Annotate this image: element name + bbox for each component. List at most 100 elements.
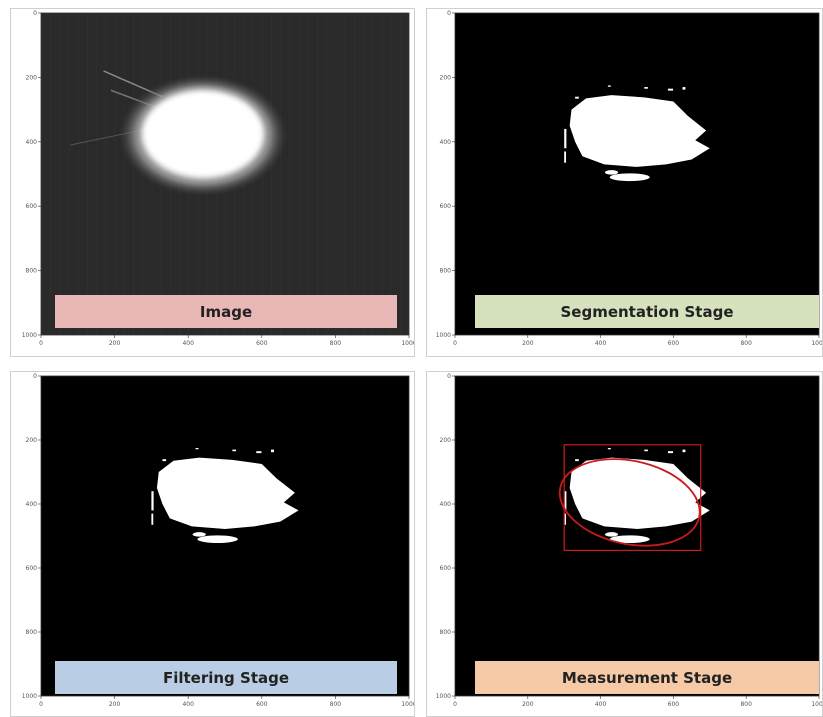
noise-streak	[105, 13, 107, 335]
noise-streak	[298, 13, 300, 335]
fitted-ellipse	[558, 458, 701, 547]
x-tick-label: 600	[256, 340, 268, 347]
y-tick-label: 600	[440, 203, 452, 210]
mask-fragment	[609, 173, 650, 182]
noise-streak	[390, 13, 392, 335]
panel-segmentation-canvas: 0200400600800100002004006008001000	[436, 10, 822, 347]
noise-streak	[399, 13, 401, 335]
y-tick-label: 400	[440, 139, 452, 146]
y-tick-label: 800	[26, 268, 38, 275]
y-tick-label: 600	[26, 203, 38, 210]
panel-measurement: 0200400600800100002004006008001000 Measu…	[426, 371, 823, 717]
x-tick-label: 1000	[401, 701, 414, 708]
noise-streak	[353, 13, 355, 335]
spot-group-filtering	[151, 448, 299, 544]
x-tick-label: 600	[668, 340, 680, 347]
noise-streak	[280, 13, 282, 335]
y-tick-label: 1000	[22, 693, 37, 700]
x-tick-label: 1000	[811, 701, 822, 708]
mask-fragment	[192, 532, 206, 537]
x-tick-label: 600	[668, 701, 680, 708]
x-tick-label: 1000	[811, 340, 822, 347]
stage-label-segmentation: Segmentation Stage	[475, 295, 819, 328]
noise-streak	[317, 13, 318, 335]
x-tick-label: 200	[109, 340, 121, 347]
y-tick-label: 800	[26, 629, 38, 636]
x-tick-label: 800	[330, 340, 342, 347]
spot-group-image	[41, 13, 401, 335]
y-tick-label: 200	[440, 74, 452, 81]
x-tick-label: 800	[330, 701, 342, 708]
spot-group-segmentation	[564, 85, 710, 182]
noise-streak	[363, 13, 364, 335]
y-tick-label: 400	[26, 139, 38, 146]
mask-blob	[569, 95, 710, 167]
noise-streak	[41, 13, 42, 335]
panel-image: 0200400600800100002004006008001000 Image	[10, 8, 415, 357]
plot-frame	[454, 375, 820, 697]
y-tick-label: 0	[33, 10, 37, 17]
noise-streak	[289, 13, 291, 335]
mask-fragment	[667, 88, 674, 91]
mask-fragment	[644, 87, 648, 89]
plot-frame	[40, 12, 410, 336]
panel-image-canvas: 0200400600800100002004006008001000	[22, 10, 414, 347]
bright-spot	[142, 90, 264, 178]
mask-fragment	[162, 459, 167, 462]
bounding-box	[563, 444, 702, 552]
mask-fragment	[575, 96, 579, 99]
mask-fragment	[271, 449, 274, 453]
noise-streak	[87, 13, 88, 335]
mask-fragment	[609, 535, 650, 544]
plot-frame	[454, 12, 820, 336]
noise-streak	[381, 13, 383, 335]
y-tick-label: 400	[440, 501, 452, 508]
y-tick-label: 200	[26, 437, 38, 444]
x-tick-label: 0	[39, 701, 43, 708]
panel-segmentation: 0200400600800100002004006008001000 Segme…	[426, 8, 823, 357]
x-tick-label: 800	[740, 340, 752, 347]
mask-fragment	[151, 491, 154, 511]
x-tick-label: 1000	[401, 340, 414, 347]
y-tick-label: 0	[447, 373, 451, 380]
y-tick-label: 400	[26, 501, 38, 508]
noise-streak	[372, 13, 374, 335]
y-tick-label: 800	[440, 268, 452, 275]
mask-fragment	[667, 451, 674, 454]
mask-fragment	[682, 449, 686, 453]
noise-streak	[307, 13, 309, 335]
y-tick-label: 800	[440, 629, 452, 636]
stage-label-filtering: Filtering Stage	[55, 661, 397, 694]
x-tick-label: 0	[39, 340, 43, 347]
y-tick-label: 600	[26, 565, 38, 572]
mask-fragment	[564, 513, 567, 525]
noise-streak	[335, 13, 337, 335]
x-tick-label: 0	[453, 340, 457, 347]
mask-blob	[156, 457, 299, 529]
x-tick-label: 600	[256, 701, 268, 708]
noise-streak	[50, 13, 52, 335]
y-tick-label: 1000	[22, 332, 37, 339]
x-tick-label: 0	[453, 701, 457, 708]
noise-streak	[326, 13, 328, 335]
mask-fragment	[644, 449, 648, 452]
x-tick-label: 400	[182, 340, 194, 347]
y-tick-label: 0	[447, 10, 451, 17]
stage-label-measurement: Measurement Stage	[475, 661, 819, 694]
x-tick-label: 400	[595, 701, 607, 708]
mask-fragment	[197, 535, 238, 544]
y-tick-label: 600	[440, 565, 452, 572]
y-tick-label: 1000	[436, 693, 451, 700]
panel-measurement-canvas: 0200400600800100002004006008001000	[436, 373, 822, 708]
mask-fragment	[607, 85, 611, 87]
panel-filtering: 0200400600800100002004006008001000 Filte…	[10, 371, 415, 717]
mask-fragment	[682, 87, 686, 90]
noise-streak	[271, 13, 272, 335]
mask-fragment	[607, 448, 611, 450]
mask-fragment	[256, 451, 262, 454]
mask-fragment	[564, 128, 567, 149]
mask-fragment	[575, 459, 579, 462]
y-tick-label: 1000	[436, 332, 451, 339]
mask-fragment	[564, 151, 567, 163]
noise-streak	[133, 13, 134, 335]
